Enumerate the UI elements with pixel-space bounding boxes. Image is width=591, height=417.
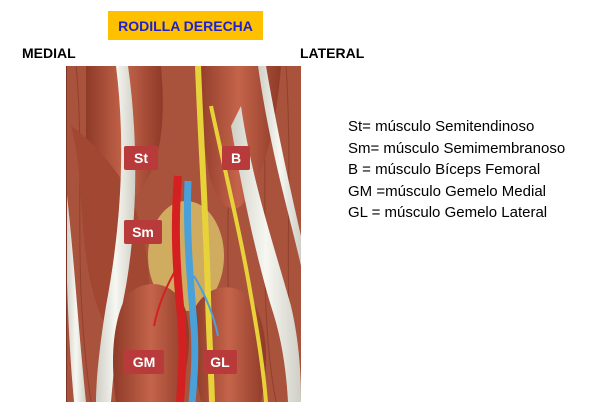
legend-item-gm: GM =músculo Gemelo Medial: [348, 182, 546, 200]
gastrocnemius-lateral-muscle: [192, 287, 266, 402]
tag-st: St: [124, 146, 158, 170]
legend-item-gl: GL = músculo Gemelo Lateral: [348, 204, 548, 221]
popliteal-artery: [171, 175, 187, 402]
iliotibial-band: [258, 66, 301, 266]
legend-item-b: B = músculo Bíceps Femoral: [348, 161, 541, 178]
gracilis-tendon: [66, 186, 86, 402]
page-title: RODILLA DERECHA: [118, 17, 253, 34]
medial-label: MEDIAL: [22, 45, 76, 61]
tag-b: B: [222, 146, 250, 170]
tag-gm: GM: [124, 350, 164, 374]
knee-anatomy-illustration: St B Sm GM GL: [66, 66, 301, 402]
lateral-label: LATERAL: [300, 45, 365, 61]
title-box: RODILLA DERECHA: [108, 11, 263, 40]
knee-posterior-view: [66, 66, 301, 402]
popliteal-vein: [183, 180, 199, 402]
legend-item-sm: Sm= músculo Semimembranoso: [348, 139, 566, 157]
legend: St= músculo Semitendinoso Sm= músculo Se…: [348, 116, 565, 224]
tag-gl: GL: [203, 350, 237, 374]
biceps-tendon: [231, 106, 301, 402]
tag-sm: Sm: [124, 220, 162, 244]
legend-item-st: St= músculo Semitendinoso: [348, 118, 535, 135]
